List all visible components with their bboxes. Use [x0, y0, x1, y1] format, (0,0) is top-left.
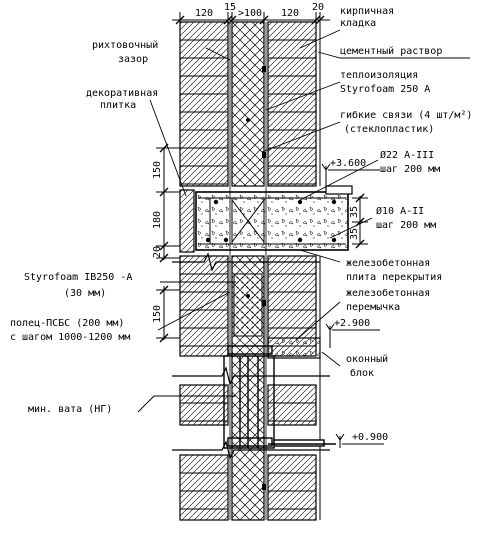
- level-0900: +0.900: [352, 432, 388, 443]
- lintel: [267, 337, 321, 359]
- left-dimension-line: 150 180 20 150: [152, 143, 180, 343]
- label-styrofoam-ib-2: (30 мм): [64, 288, 106, 299]
- dim-right-1: 35: [349, 206, 360, 218]
- label-ties-1: гибкие связи (4 шт/м²): [340, 109, 472, 121]
- label-tile-1: декоративная: [86, 88, 158, 99]
- dim-top-3: >100: [238, 8, 262, 19]
- level-mark-3600: +3.600: [321, 158, 380, 190]
- level-2900: +2.900: [334, 318, 370, 329]
- label-tile-2: плитка: [100, 100, 136, 111]
- level-mark-2900: +2.900: [325, 318, 380, 348]
- dim-left-1: 150: [152, 161, 163, 179]
- label-rebar2-2: шаг 200 мм: [376, 220, 436, 231]
- dim-top-1: 120: [195, 8, 213, 19]
- label-rebar1-1: Ø22 A-III: [380, 149, 434, 161]
- label-rebar2-1: Ø10 A-II: [376, 205, 424, 217]
- brick-courses: [180, 39, 316, 510]
- top-dimension-line: 120 15 >100 120 20: [172, 2, 330, 28]
- dim-top-5: 20: [312, 2, 324, 13]
- label-slab-2: плита перекрытия: [346, 272, 442, 283]
- label-lintel-2: перемычка: [346, 302, 400, 313]
- level-marks: +3.600 +2.900 +0.900: [321, 158, 388, 448]
- dim-top-4: 120: [281, 8, 299, 19]
- label-insulation-2: Styrofoam 250 A: [340, 84, 430, 95]
- label-insulation-1: теплоизоляция: [340, 70, 418, 81]
- label-window-2: блок: [350, 367, 374, 379]
- label-brick-2: кладка: [340, 18, 376, 29]
- level-mark-0900: +0.900: [335, 432, 388, 448]
- dim-left-3: 20: [152, 246, 163, 258]
- dim-top-2: 15: [224, 2, 236, 13]
- right-dimension-line: 35 35: [349, 193, 368, 249]
- label-rebar1-2: шаг 200 мм: [380, 164, 440, 175]
- inner-brick-wythe: [267, 21, 321, 521]
- label-shelf-1: полец-ПСБС (200 мм): [10, 318, 124, 329]
- label-mineral-wool: мин. вата (НГ): [28, 404, 112, 415]
- leader-lines: [137, 29, 470, 413]
- right-annotations: кирпичная кладка цементный раствор тепло…: [340, 6, 472, 379]
- insulation-core: [231, 21, 265, 521]
- outer-brick-wythe: [179, 21, 229, 521]
- window-block: [223, 345, 336, 449]
- level-3600: +3.600: [330, 158, 366, 169]
- label-brick-1: кирпичная: [340, 6, 394, 17]
- label-styrofoam-ib-1: Styrofoam IB250 -А: [24, 272, 132, 283]
- label-gap-2: зазор: [118, 54, 148, 65]
- label-gap-1: рихтовочный: [92, 39, 158, 51]
- floor-slab: [179, 185, 353, 253]
- dim-left-4: 150: [152, 305, 163, 323]
- label-cement: цементный раствор: [340, 45, 442, 57]
- label-slab-1: железобетонная: [346, 257, 430, 269]
- label-shelf-2: с шагом 1000-1200 мм: [10, 332, 130, 343]
- label-window-1: оконный: [346, 353, 388, 365]
- flexible-ties: [246, 66, 266, 490]
- dim-right-2: 35: [349, 228, 360, 240]
- dim-left-2: 180: [152, 211, 163, 229]
- label-ties-2: (стеклопластик): [344, 124, 434, 135]
- label-lintel-1: железобетонная: [346, 287, 430, 299]
- left-annotations: рихтовочный зазор декоративная плитка St…: [10, 39, 158, 415]
